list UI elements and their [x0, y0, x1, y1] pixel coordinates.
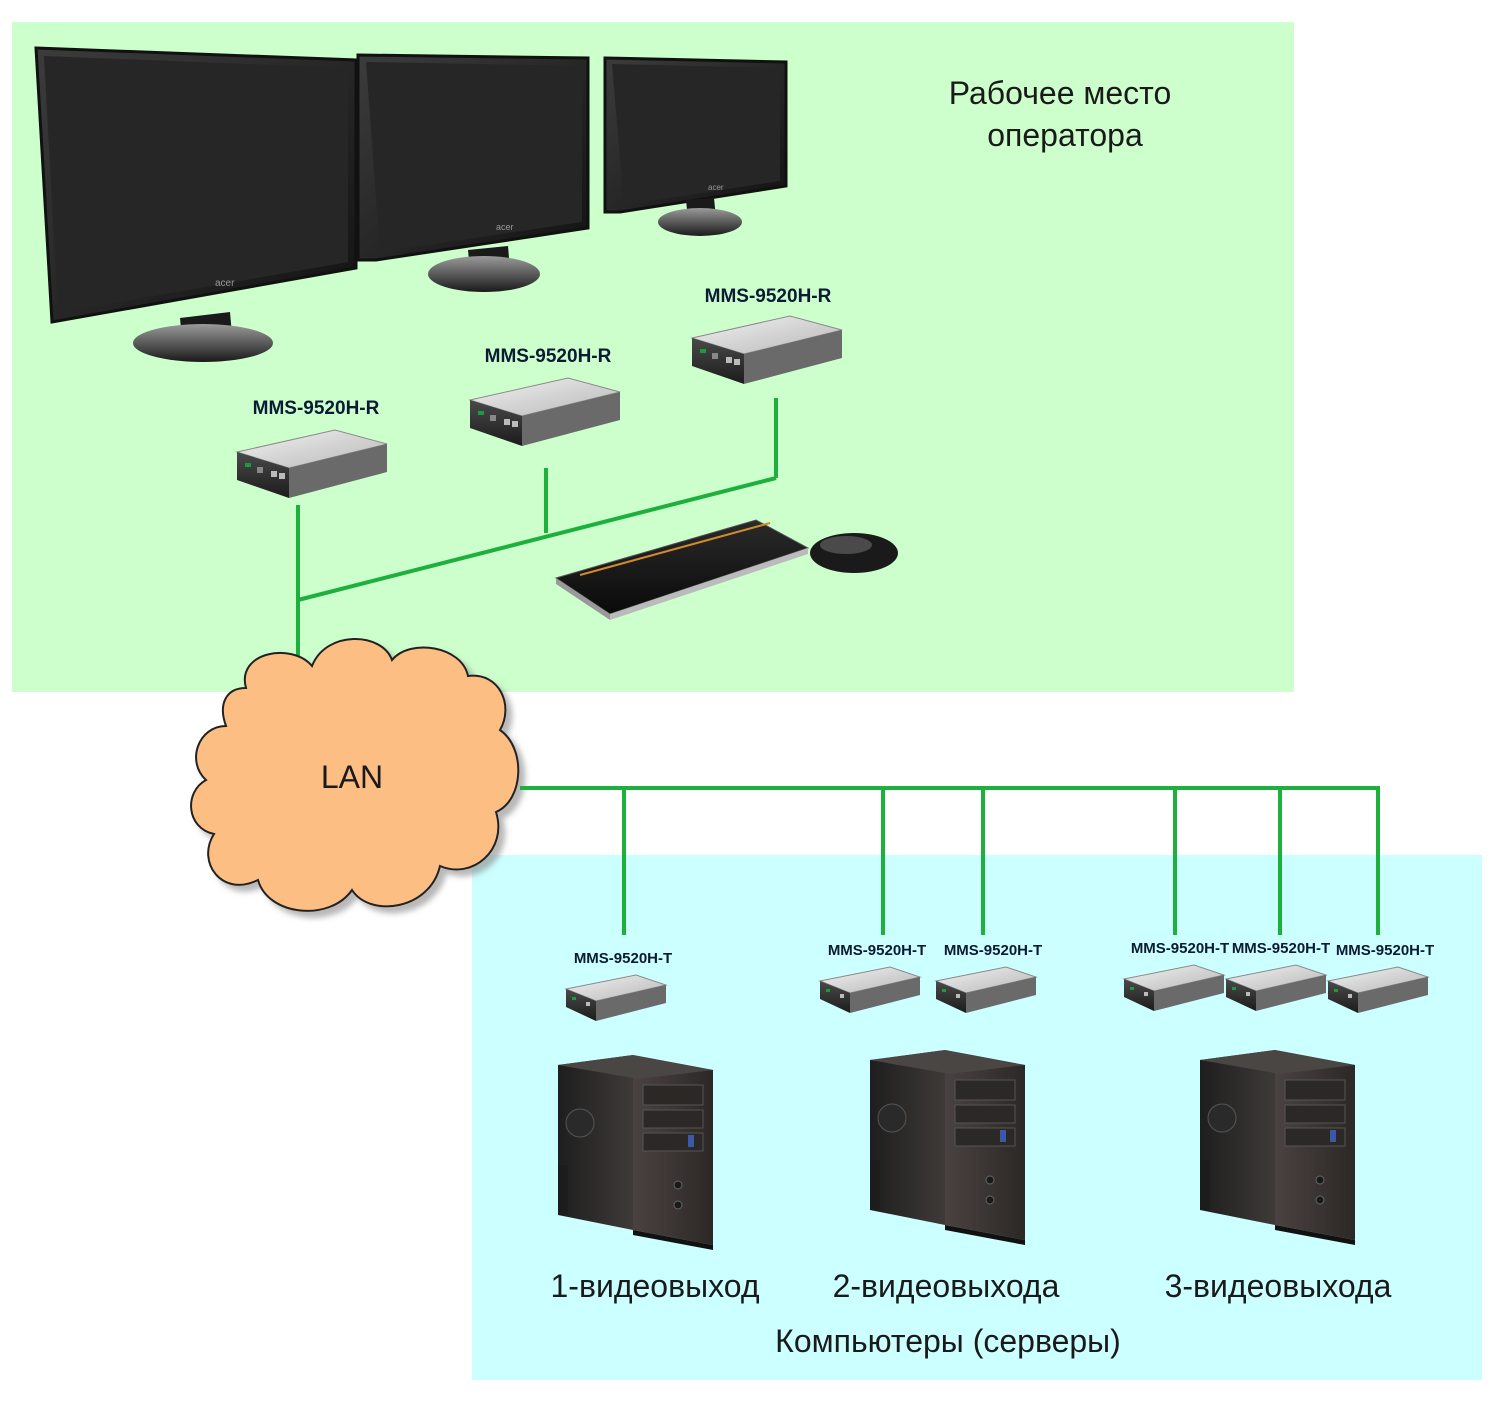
- transmitter-label: MMS-9520H-T: [1336, 942, 1434, 959]
- computer-caption: 3-видеовыхода: [1165, 1268, 1392, 1304]
- server-network-wiring: [520, 786, 1380, 935]
- monitor-icon: acer: [34, 46, 358, 362]
- receiver-label: MMS-9520H-R: [485, 346, 612, 367]
- operator-network-wiring: [296, 398, 778, 680]
- transmitter-device: MMS-9520H-T: [1123, 940, 1229, 1012]
- monitor-brand-logo: acer: [215, 278, 235, 289]
- computer-caption: 2-видеовыхода: [833, 1268, 1060, 1304]
- transmitter-device: MMS-9520H-T: [1225, 940, 1330, 1012]
- transmitter-device: MMS-9520H-T: [935, 942, 1042, 1014]
- transmitter-device: MMS-9520H-T: [565, 950, 672, 1022]
- transmitter-label: MMS-9520H-T: [1131, 940, 1229, 957]
- receiver-label: MMS-9520H-R: [705, 286, 832, 307]
- transmitter-device: MMS-9520H-T: [819, 942, 926, 1014]
- receiver-label: MMS-9520H-R: [253, 398, 380, 419]
- server-zone-title: Компьютеры (серверы): [775, 1323, 1121, 1359]
- transmitter-label: MMS-9520H-T: [574, 950, 672, 967]
- monitor-brand-logo: acer: [708, 183, 724, 192]
- transmitter-label: MMS-9520H-T: [944, 942, 1042, 959]
- monitor-icon: acer: [603, 56, 788, 236]
- operator-zone-title-line2: оператора: [987, 117, 1143, 153]
- monitor-brand-logo: acer: [496, 222, 514, 232]
- lan-label: LAN: [321, 759, 383, 795]
- lan-cloud-icon: LAN: [190, 638, 520, 912]
- operator-zone-title-line1: Рабочее место: [949, 75, 1172, 111]
- receiver-device: MMS-9520H-R: [236, 398, 388, 499]
- computer-caption: 1-видеовыход: [551, 1268, 760, 1304]
- monitor-icon: acer: [356, 53, 590, 292]
- transmitter-device: MMS-9520H-T: [1327, 942, 1434, 1014]
- keyboard-icon: [554, 519, 810, 620]
- mouse-icon: [810, 533, 898, 573]
- receiver-device: MMS-9520H-R: [469, 346, 621, 447]
- transmitter-label: MMS-9520H-T: [1232, 940, 1330, 957]
- lan-cloud-shape: [190, 638, 520, 912]
- receiver-device: MMS-9520H-R: [691, 286, 843, 385]
- transmitter-label: MMS-9520H-T: [828, 942, 926, 959]
